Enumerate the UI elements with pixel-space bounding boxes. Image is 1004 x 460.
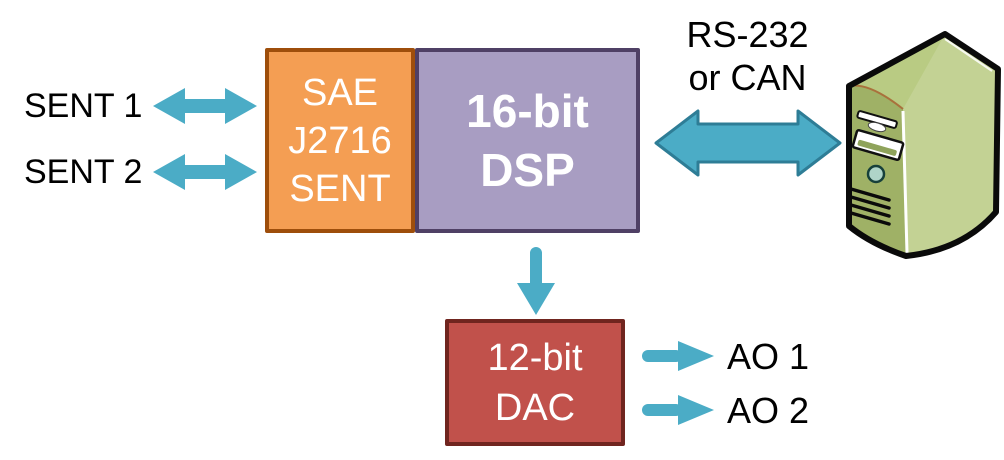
dsp-block-line1: 16-bit <box>466 84 589 137</box>
sent2-label: SENT 2 <box>24 153 143 191</box>
bus-protocol-line2: or CAN <box>688 57 807 98</box>
sent1-label: SENT 1 <box>24 87 143 125</box>
ao2-label: AO 2 <box>727 390 810 431</box>
ao2-arrow-icon <box>642 395 714 425</box>
drive-bay-icon <box>851 128 905 162</box>
dsp-block: 16-bit DSP <box>415 48 640 233</box>
dsp-block-line2: DSP <box>480 143 575 196</box>
sent-interface-block: SAE J2716 SENT <box>265 48 415 233</box>
power-button-icon <box>866 164 886 184</box>
bus-protocol-label: RS-232 or CAN <box>655 13 840 99</box>
vents-icon <box>849 187 891 226</box>
sent-block-line3: SENT <box>289 167 391 210</box>
sent-block-line1: SAE <box>301 71 379 114</box>
sent1-bidirectional-arrow-icon <box>153 88 257 124</box>
dac-block-line2: DAC <box>494 386 576 429</box>
sent-block-line2: J2716 <box>288 119 392 162</box>
dac-block-line1: 12-bit <box>487 336 583 379</box>
computer-tower-icon <box>846 31 1001 259</box>
sent2-bidirectional-arrow-icon <box>153 154 257 190</box>
bus-bidirectional-arrow-icon <box>654 109 842 177</box>
ao1-arrow-icon <box>642 341 714 371</box>
bus-protocol-line1: RS-232 <box>686 14 809 55</box>
ao1-label: AO 1 <box>727 336 810 377</box>
dsp-to-dac-arrow-icon <box>517 247 555 315</box>
dac-block: 12-bit DAC <box>445 319 625 446</box>
